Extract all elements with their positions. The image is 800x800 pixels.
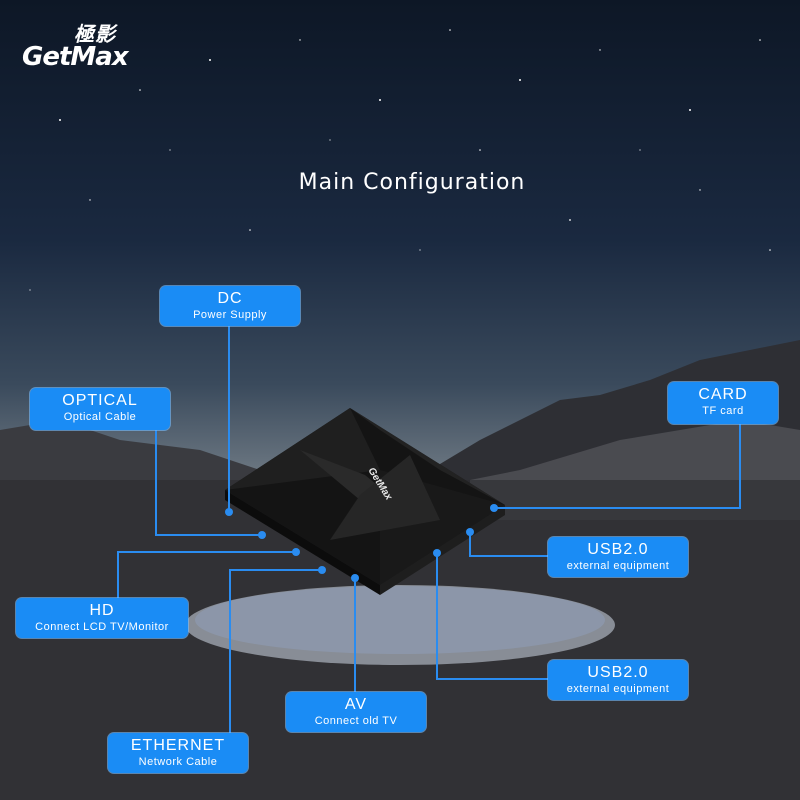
- usb1-desc: external equipment: [566, 560, 670, 572]
- usb2-name: USB2.0: [587, 664, 649, 681]
- usb1-label: USB2.0 external equipment: [548, 537, 688, 577]
- tv-box-device: GetMax: [225, 408, 505, 595]
- usb1-line: [469, 532, 548, 557]
- dc-desc: Power Supply: [193, 309, 267, 321]
- av-label: AV Connect old TV: [286, 692, 426, 732]
- av-name: AV: [344, 696, 368, 713]
- usb2-line: [436, 553, 548, 680]
- dc-name: DC: [217, 290, 243, 307]
- usb1-name: USB2.0: [587, 541, 649, 558]
- optical-line: [155, 428, 262, 536]
- card-name: CARD: [698, 386, 748, 403]
- logo-brand-text: GetMax: [22, 42, 129, 72]
- optical-label: OPTICAL Optical Cable: [30, 388, 170, 430]
- dc-label: DC Power Supply: [160, 286, 300, 326]
- hd-label: HD Connect LCD TV/Monitor: [16, 598, 188, 638]
- optical-desc: Optical Cable: [63, 411, 137, 423]
- page-title: Main Configuration: [298, 170, 526, 195]
- card-label: CARD TF card: [668, 382, 778, 424]
- av-desc: Connect old TV: [314, 715, 398, 727]
- hd-name: HD: [89, 602, 115, 619]
- ethernet-line: [229, 569, 322, 733]
- ethernet-label: ETHERNET Network Cable: [108, 733, 248, 773]
- usb2-label: USB2.0 external equipment: [548, 660, 688, 700]
- card-line: [494, 424, 741, 509]
- ethernet-name: ETHERNET: [130, 737, 226, 754]
- optical-name: OPTICAL: [62, 392, 138, 409]
- brand-logo: 極影 GetMax: [20, 18, 132, 74]
- hd-desc: Connect LCD TV/Monitor: [35, 621, 169, 633]
- card-desc: TF card: [702, 405, 744, 417]
- logo-chinese-text: 極影: [74, 22, 116, 46]
- hd-line: [117, 551, 296, 598]
- ethernet-desc: Network Cable: [138, 756, 218, 768]
- usb2-desc: external equipment: [566, 683, 670, 695]
